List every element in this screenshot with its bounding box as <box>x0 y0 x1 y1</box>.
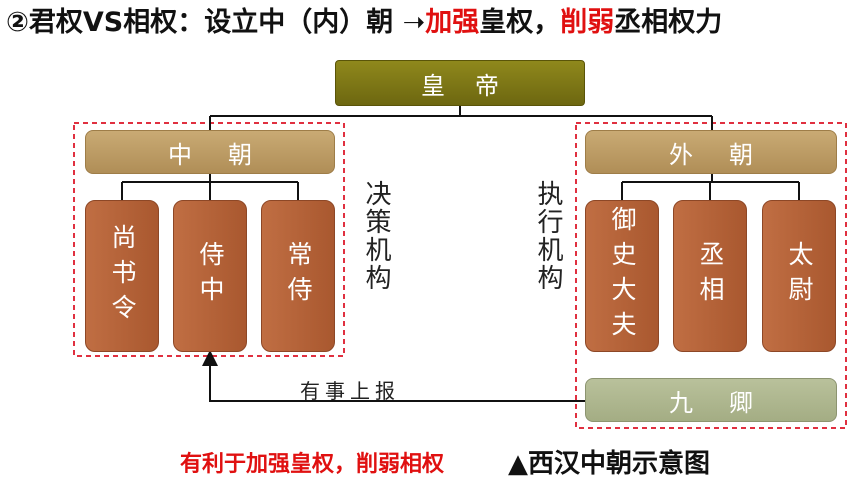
emperor-box: 皇帝 <box>335 60 585 106</box>
report-arrow <box>202 350 585 402</box>
report-label: 有事上报 <box>300 379 400 403</box>
conclusion-text: 有利于加强皇权，削弱相权 <box>180 452 445 477</box>
decision-body-label: 决策机构 <box>361 180 391 292</box>
official-shangshuling: 尚书令 <box>85 200 159 352</box>
title-suffix: 丞相权力 <box>614 7 723 38</box>
nine-ministers-box: 九卿 <box>585 378 837 422</box>
title-mid: 皇权， <box>479 7 561 38</box>
diagram-caption: ▲西汉中朝示意图 <box>508 449 710 479</box>
official-shizhong: 侍中 <box>173 200 247 352</box>
official-yushidafu: 御史大夫 <box>585 200 659 352</box>
outer-court-box: 外朝 <box>585 130 837 174</box>
inner-court-box: 中朝 <box>85 130 335 174</box>
execution-body-label: 执行机构 <box>533 180 563 292</box>
official-chengxiang: 丞相 <box>673 200 747 352</box>
official-taiwei: 太尉 <box>762 200 836 352</box>
title-weaken: 削弱 <box>560 7 615 38</box>
title-prefix: ②君权VS相权：设立中（内）朝 ➝ <box>6 7 426 38</box>
page-title: ②君权VS相权：设立中（内）朝 ➝加强皇权，削弱丞相权力 <box>6 6 856 40</box>
official-changshi: 常侍 <box>261 200 335 352</box>
title-strengthen: 加强 <box>425 7 480 38</box>
